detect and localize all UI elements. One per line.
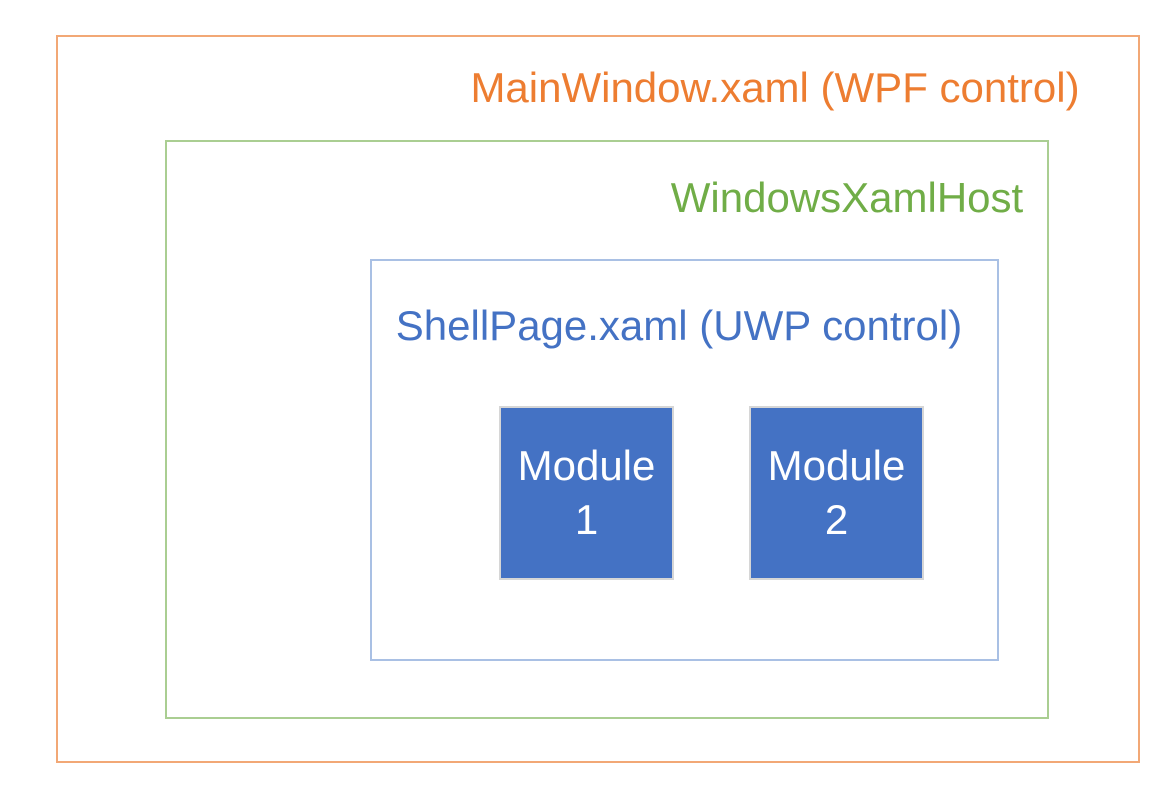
mainwindow-label: MainWindow.xaml (WPF control) [470,64,1080,111]
windowsxamlhost-label: WindowsXamlHost [670,174,1024,221]
module-1-label-line2: 1 [574,496,599,543]
module-1-box: Module 1 [499,406,674,580]
windowsxamlhost-box [165,140,1049,719]
mainwindow-box [56,35,1140,763]
module-2-box: Module 2 [749,406,924,580]
shellpage-label: ShellPage.xaml (UWP control) [395,302,963,349]
shellpage-box [370,259,999,661]
module-2-label-line2: 2 [824,496,849,543]
module-1-label-line1: Module [517,442,656,489]
module-2-label-line1: Module [767,442,906,489]
